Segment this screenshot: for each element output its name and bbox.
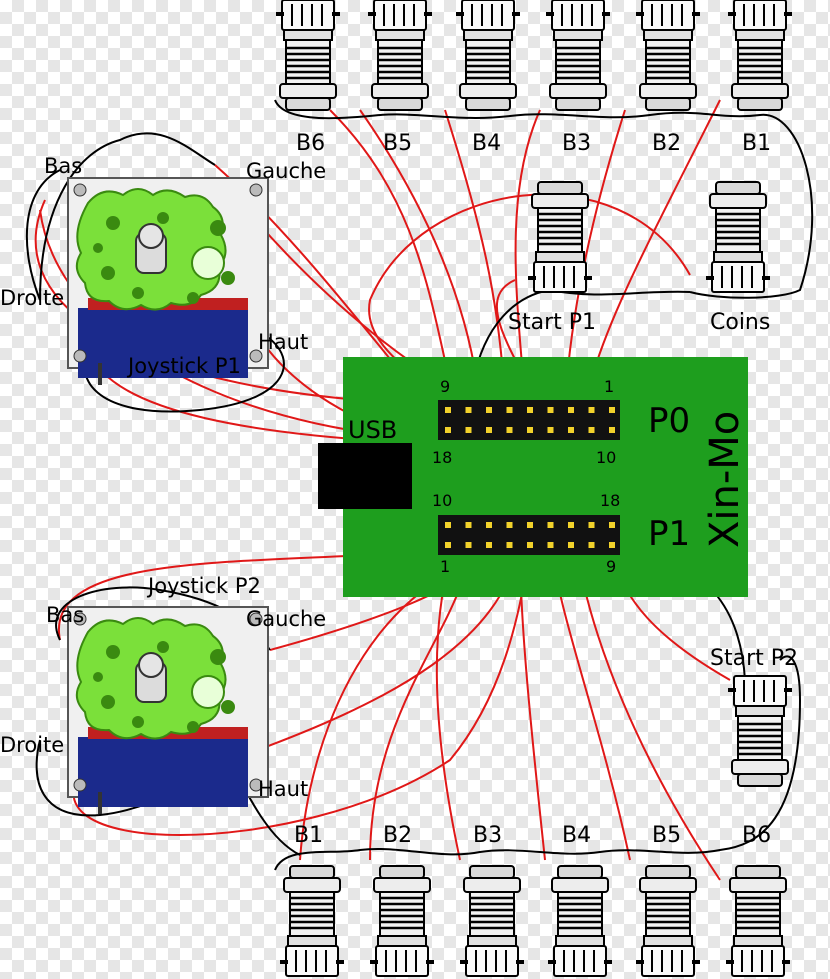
p1-pin-9-label: 9 xyxy=(606,557,616,576)
p1-button-b2-label: B2 xyxy=(652,131,681,156)
p2-button-b4-label: B4 xyxy=(562,823,591,848)
header-pin xyxy=(609,427,615,433)
coins-label: Coins xyxy=(710,310,770,335)
p0-pin-18-label: 18 xyxy=(432,448,452,467)
p2-buttons: B1 B2 B3 B4 B5 B6 xyxy=(278,823,792,978)
start-p2-label: Start P2 xyxy=(710,646,798,671)
header-pin xyxy=(568,407,574,413)
header-p0 xyxy=(438,400,620,440)
p1-buttons: B6 B5 B4 B3 B2 B1 xyxy=(276,0,792,156)
p1-dir-right-label: Droite xyxy=(0,286,64,310)
p1-start-coins: Start P1 Coins xyxy=(508,180,772,335)
header-p1 xyxy=(438,515,620,555)
header-pin xyxy=(588,407,595,413)
header-pin xyxy=(527,427,533,433)
p0-pin-9-label: 9 xyxy=(440,377,450,396)
header-pin xyxy=(588,542,595,548)
header-pin xyxy=(527,542,533,548)
header-pin xyxy=(486,522,492,528)
header-pin xyxy=(547,407,554,413)
header-pin xyxy=(465,522,472,528)
p0-pin-1-label: 1 xyxy=(604,377,614,396)
header-pin xyxy=(465,407,472,413)
start-p1-label: Start P1 xyxy=(508,310,596,335)
header-pin xyxy=(486,407,492,413)
header-pin xyxy=(506,427,513,433)
header-pin xyxy=(486,427,492,433)
p1-dir-left-label: Gauche xyxy=(246,159,326,183)
p1-pin-18-label: 18 xyxy=(600,491,620,510)
xin-mo-board: USB 9 1 18 10 10 18 1 9 P0 P1 Xin-Mo xyxy=(318,357,748,597)
header-pin xyxy=(547,522,554,528)
p2-dir-left-label: Gauche xyxy=(246,607,326,631)
p2-dir-up-label: Haut xyxy=(258,777,308,801)
joystick-p2-label: Joystick P2 xyxy=(146,574,261,598)
header-pin xyxy=(568,427,574,433)
joystick-p1: Bas Gauche Droite Haut Joystick P1 xyxy=(0,154,326,386)
joystick-p2: Joystick P2 Bas Gauche Droite Haut xyxy=(0,574,326,815)
header-pin xyxy=(588,427,595,433)
header-pin xyxy=(445,522,451,528)
joystick-p1-label: Joystick P1 xyxy=(126,354,241,378)
header-pin xyxy=(568,542,574,548)
p2-dir-right-label: Droite xyxy=(0,733,64,757)
header-pin xyxy=(609,522,615,528)
p1-dir-up-label: Haut xyxy=(258,330,308,354)
p2-button-b3-label: B3 xyxy=(473,823,502,848)
header-pin xyxy=(609,407,615,413)
header-pin xyxy=(465,427,472,433)
header-pin xyxy=(445,427,451,433)
header-pin xyxy=(527,407,533,413)
header-pin xyxy=(445,407,451,413)
p1-button-b3-label: B3 xyxy=(562,131,591,156)
p1-pin-10-label: 10 xyxy=(432,491,452,510)
usb-connector xyxy=(318,443,412,509)
board-name: Xin-Mo xyxy=(702,411,748,548)
usb-label: USB xyxy=(348,416,397,444)
header-pin xyxy=(506,407,513,413)
header-pin xyxy=(486,542,492,548)
header-pin xyxy=(445,542,451,548)
p0-pin-10-label: 10 xyxy=(596,448,616,467)
p1-pin-1-label: 1 xyxy=(440,557,450,576)
p1-button-b1-label: B1 xyxy=(742,131,771,156)
p2-button-b6-label: B6 xyxy=(742,823,771,848)
p1-label: P1 xyxy=(648,514,690,554)
p1-button-b5-label: B5 xyxy=(383,131,412,156)
header-pin xyxy=(547,542,554,548)
header-pin xyxy=(588,522,595,528)
p2-start: Start P2 xyxy=(710,646,798,786)
header-pin xyxy=(568,522,574,528)
p1-button-b6-label: B6 xyxy=(296,131,325,156)
header-pin xyxy=(465,542,472,548)
header-pin xyxy=(506,522,513,528)
header-pin xyxy=(506,542,513,548)
header-pin xyxy=(527,522,533,528)
p0-label: P0 xyxy=(648,401,690,441)
p2-button-b5-label: B5 xyxy=(652,823,681,848)
header-pin xyxy=(609,542,615,548)
p2-dir-down-label: Bas xyxy=(46,603,84,627)
p2-button-b1-label: B1 xyxy=(294,823,323,848)
header-pin xyxy=(547,427,554,433)
p2-button-b2-label: B2 xyxy=(383,823,412,848)
p1-button-b4-label: B4 xyxy=(472,131,501,156)
p1-dir-down-label: Bas xyxy=(44,154,82,178)
